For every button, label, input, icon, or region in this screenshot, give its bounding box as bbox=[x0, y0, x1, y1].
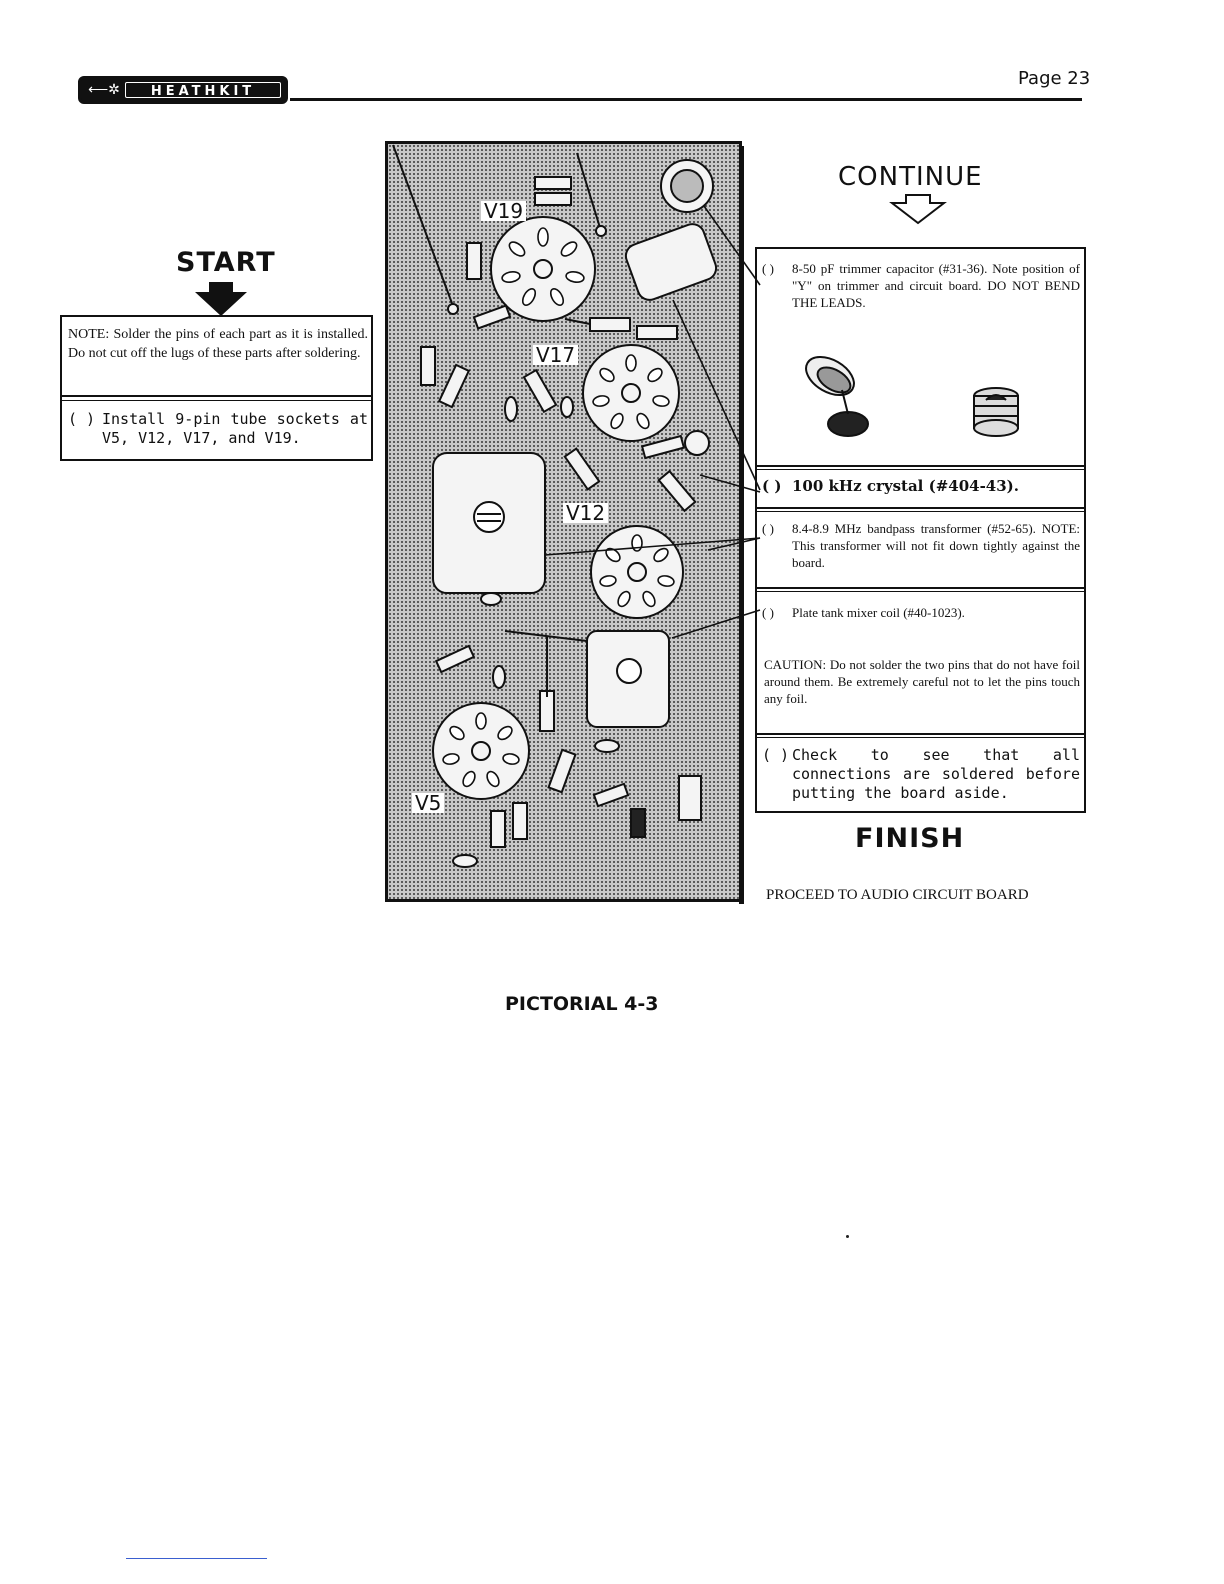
heathkit-logo: ⟵✲ HEATHKIT bbox=[78, 76, 288, 104]
step-text: Plate tank mixer coil (#40-1023). bbox=[792, 605, 965, 620]
step-trimmer-capacitor[interactable]: ( ) 8-50 pF trimmer capacitor (#31-36). … bbox=[762, 260, 1080, 311]
checkbox-paren[interactable]: ( ) bbox=[762, 261, 774, 276]
caution-note: CAUTION: Do not solder the two pins that… bbox=[764, 657, 1080, 706]
tube-label-v19: V19 bbox=[481, 201, 527, 221]
atom-logo-icon: ⟵✲ bbox=[88, 83, 120, 98]
page-number: Page 23 bbox=[1018, 68, 1091, 89]
start-heading: START bbox=[176, 247, 276, 278]
step-text: 8-50 pF trimmer capacitor (#31-36). Note… bbox=[792, 261, 1080, 310]
step-check-connections[interactable]: ( ) Check to see that all connections ar… bbox=[762, 746, 1080, 803]
checkbox-paren[interactable]: ( ) bbox=[762, 746, 790, 764]
footer-rule bbox=[126, 1558, 267, 1559]
logo-wordmark: HEATHKIT bbox=[125, 82, 281, 99]
figure-caption: PICTORIAL 4-3 bbox=[505, 993, 659, 1015]
finish-heading: FINISH bbox=[855, 823, 965, 854]
checkbox-paren[interactable]: ( ) bbox=[762, 605, 774, 620]
checkbox-paren[interactable]: ( ) bbox=[762, 477, 782, 495]
box-divider bbox=[755, 587, 1086, 592]
trimmer-capacitor-illustration bbox=[805, 356, 869, 437]
solder-note: NOTE: Solder the pins of each part as it… bbox=[68, 327, 368, 361]
continue-instruction-box bbox=[755, 247, 1086, 813]
continue-heading: CONTINUE bbox=[838, 162, 983, 192]
step-plate-tank-coil[interactable]: ( ) Plate tank mixer coil (#40-1023). bbox=[762, 604, 1080, 621]
step-text: 8.4-8.9 MHz bandpass transformer (#52-65… bbox=[792, 521, 1080, 570]
proceed-instruction: PROCEED TO AUDIO CIRCUIT BOARD bbox=[766, 887, 1029, 903]
stray-dot bbox=[846, 1235, 849, 1238]
box-divider bbox=[60, 395, 373, 401]
tube-label-v5: V5 bbox=[412, 793, 445, 813]
step-install-tube-sockets[interactable]: ( ) Install 9-pin tube sockets at V5, V1… bbox=[68, 410, 368, 448]
down-arrow-outline-icon bbox=[889, 194, 947, 225]
tube-label-v17: V17 bbox=[533, 345, 579, 365]
trimmer-top-view-illustration bbox=[973, 387, 1019, 437]
tube-label-v12: V12 bbox=[563, 503, 609, 523]
header-rule bbox=[290, 98, 1082, 101]
step-text: Install 9-pin tube sockets at V5, V12, V… bbox=[102, 410, 368, 447]
checkbox-paren[interactable]: ( ) bbox=[762, 521, 774, 536]
box-divider bbox=[755, 507, 1086, 512]
box-divider bbox=[755, 733, 1086, 738]
step-text: Check to see that all connections are so… bbox=[792, 746, 1080, 802]
start-instruction-box bbox=[60, 315, 373, 461]
step-text: 100 kHz crystal (#404-43). bbox=[792, 477, 1019, 495]
box-divider bbox=[755, 465, 1086, 470]
step-crystal[interactable]: ( ) 100 kHz crystal (#404-43). bbox=[762, 478, 1080, 495]
down-arrow-icon bbox=[195, 282, 247, 316]
step-bandpass-transformer[interactable]: ( ) 8.4-8.9 MHz bandpass transformer (#5… bbox=[762, 520, 1080, 571]
checkbox-paren[interactable]: ( ) bbox=[68, 410, 96, 428]
